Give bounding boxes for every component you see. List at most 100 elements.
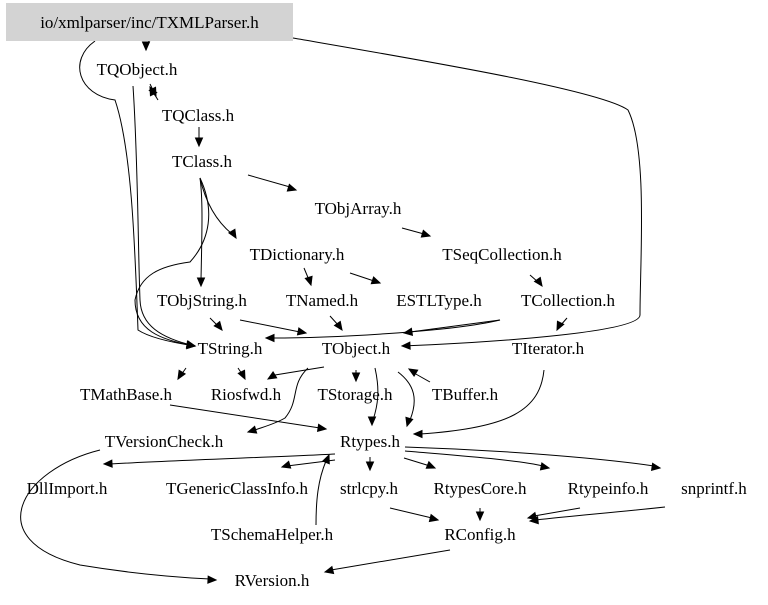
node-label-root: io/xmlparser/inc/TXMLParser.h (40, 13, 259, 32)
node-riosfwd[interactable]: Riosfwd.h (211, 385, 282, 404)
node-label-tnamed: TNamed.h (286, 291, 359, 310)
edge-line (330, 549, 451, 571)
arrowhead (196, 277, 206, 288)
node-root[interactable]: io/xmlparser/inc/TXMLParser.h (6, 3, 293, 41)
node-tstring[interactable]: TString.h (198, 339, 263, 358)
node-label-tobject: TObject.h (322, 339, 391, 358)
node-label-tschemahelper: TSchemaHelper.h (211, 525, 334, 544)
edge-line (404, 450, 544, 467)
arrowhead (365, 461, 375, 472)
edge-line (389, 507, 433, 519)
node-tstorage[interactable]: TStorage.h (317, 385, 393, 404)
arrowhead (412, 429, 423, 439)
edge-line (274, 366, 325, 376)
node-tversioncheck[interactable]: TVersionCheck.h (105, 432, 224, 451)
edge-tcollection-to-tstring (264, 319, 501, 343)
edge-tclass-to-tobjarray (247, 174, 298, 192)
node-rtypeinfo[interactable]: Rtypeinfo.h (568, 479, 649, 498)
edge-line (403, 457, 431, 467)
arrowhead (407, 368, 419, 378)
edge-line (292, 37, 643, 347)
node-tdictionary[interactable]: TDictionary.h (250, 245, 345, 264)
node-tclass[interactable]: TClass.h (172, 152, 232, 171)
node-tobjstring[interactable]: TObjString.h (157, 291, 247, 310)
arrowhead (246, 425, 258, 434)
edge-line (413, 372, 431, 383)
edge-line (109, 453, 336, 465)
edge-tclass-to-tobjstring (196, 177, 206, 288)
edge-tobjstring-to-tstring (209, 317, 223, 331)
edge-line (20, 449, 211, 580)
edge-tcollection-to-titerator (556, 317, 568, 332)
node-tseqcollection[interactable]: TSeqCollection.h (442, 245, 562, 264)
node-tmathbase[interactable]: TMathBase.h (80, 385, 173, 404)
node-label-tobjstring: TObjString.h (157, 291, 247, 310)
edge-tobject-to-tstorage (351, 370, 361, 383)
node-tobject[interactable]: TObject.h (322, 339, 391, 358)
arrowhead (528, 515, 539, 525)
arrowhead (177, 369, 187, 381)
arrowhead (370, 276, 382, 285)
node-rtypescore[interactable]: RtypesCore.h (433, 479, 527, 498)
edge-tobject-to-riosfwd (266, 366, 325, 380)
node-label-tstring: TString.h (198, 339, 263, 358)
node-label-tversioncheck: TVersionCheck.h (105, 432, 224, 451)
arrowhead (227, 228, 237, 240)
arrowhead (194, 137, 204, 148)
node-tbuffer[interactable]: TBuffer.h (432, 385, 499, 404)
edge-tdictionary-to-estltype (349, 272, 382, 285)
node-snprintf[interactable]: snprintf.h (681, 479, 747, 498)
edge-titerator-to-rtypes (412, 369, 545, 439)
edge-line (404, 446, 655, 467)
edge-tqclass-to-tclass (194, 127, 204, 148)
node-label-tqclass: TQClass.h (162, 106, 235, 125)
root-node-highlight (6, 3, 293, 41)
node-tobjarray[interactable]: TObjArray.h (315, 199, 402, 218)
node-tqclass[interactable]: TQClass.h (162, 106, 235, 125)
arrowhead (149, 85, 158, 97)
node-rtypes[interactable]: Rtypes.h (340, 432, 400, 451)
node-titerator[interactable]: TIterator.h (512, 339, 585, 358)
node-tcollection[interactable]: TCollection.h (521, 291, 615, 310)
node-tnamed[interactable]: TNamed.h (286, 291, 359, 310)
node-tqobject[interactable]: TQObject.h (97, 60, 178, 79)
edge-line (79, 40, 196, 347)
node-dllimport[interactable]: DllImport.h (27, 479, 108, 498)
node-label-rtypescore: RtypesCore.h (433, 479, 527, 498)
edge-line (372, 367, 379, 421)
node-label-tmathbase: TMathBase.h (80, 385, 173, 404)
edge-tobjarray-to-tseqcollection (401, 227, 432, 238)
node-estltype[interactable]: ESTLType.h (396, 291, 482, 310)
arrowhead (316, 423, 328, 432)
edge-line (535, 506, 666, 521)
node-label-estltype: ESTLType.h (396, 291, 482, 310)
edge-tversioncheck-to-rversion (20, 449, 218, 584)
node-label-strlcpy: strlcpy.h (340, 479, 398, 498)
arrowhead (428, 513, 440, 523)
node-rconfig[interactable]: RConfig.h (444, 525, 516, 544)
arrowhead (405, 416, 414, 428)
node-tgenericclassinfo[interactable]: TGenericClassInfo.h (166, 479, 309, 498)
arrowhead (141, 41, 151, 52)
arrowhead (539, 462, 551, 471)
edge-rconfig-to-rversion (323, 549, 451, 575)
node-label-snprintf: snprintf.h (681, 479, 747, 498)
arrowhead (333, 320, 343, 332)
arrowhead (475, 511, 485, 522)
node-rversion[interactable]: RVersion.h (235, 571, 310, 590)
edge-root-to-tobject (292, 37, 643, 350)
arrowhead (266, 370, 278, 380)
edge-line (397, 371, 415, 421)
edge-line (315, 460, 327, 526)
arrowhead (296, 327, 308, 336)
arrowhead (321, 453, 330, 465)
arrowhead (264, 333, 275, 343)
node-tschemahelper[interactable]: TSchemaHelper.h (211, 525, 334, 544)
arrowhead (420, 229, 432, 238)
arrowhead (323, 565, 335, 575)
edge-root-to-tqobject (141, 40, 151, 52)
edge-line (199, 177, 233, 235)
edge-tseqcollection-to-tcollection (529, 274, 543, 288)
node-strlcpy[interactable]: strlcpy.h (340, 479, 398, 498)
